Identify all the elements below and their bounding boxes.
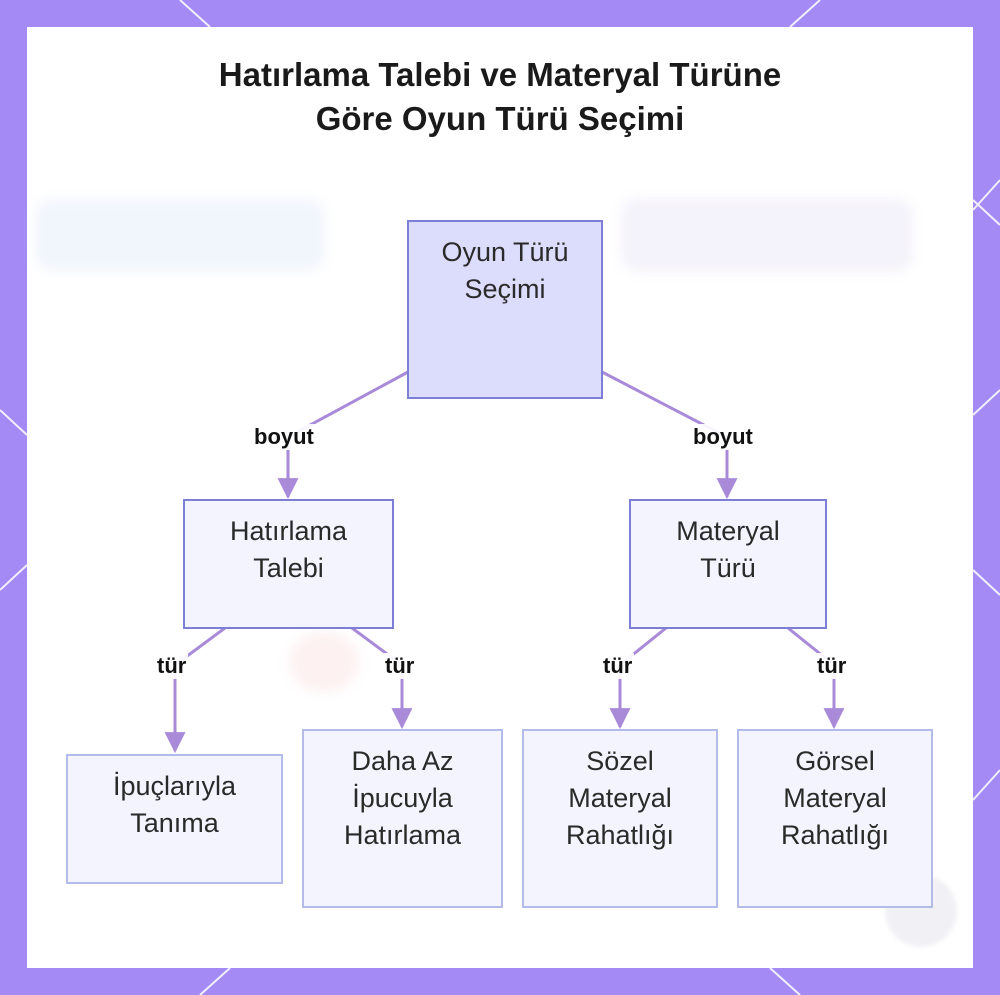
node-root-line-2: Seçimi <box>464 274 546 304</box>
node-verbal-comfort-line-1: Sözel <box>586 746 654 776</box>
node-verbal-comfort-line-2: Materyal <box>568 783 672 813</box>
edge-label-recall-to-less: tür <box>383 653 417 679</box>
node-material-type-line-1: Materyal <box>676 516 780 546</box>
node-recall-demand: Hatırlama Talebi <box>183 499 394 629</box>
node-less-cued-recall-line-2: İpucuyla <box>352 783 453 813</box>
background-blur-left <box>35 199 325 271</box>
node-root: Oyun Türü Seçimi <box>407 220 603 399</box>
title-line-1: Hatırlama Talebi ve Materyal Türüne <box>218 56 782 93</box>
edge-recall-to-cued <box>164 626 226 754</box>
node-cued-recognition-line-2: Tanıma <box>130 808 219 838</box>
edge-label-root-to-recall: boyut <box>252 424 316 450</box>
node-cued-recognition-line-1: İpuçlarıyla <box>112 771 237 801</box>
diagram-title: Hatırlama Talebi ve Materyal Türüne Göre… <box>0 53 1000 141</box>
edge-label-material-to-visual: tür <box>815 653 849 679</box>
node-verbal-comfort-line-3: Rahatlığı <box>565 820 675 850</box>
background-blur-dot <box>289 632 359 692</box>
edge-label-recall-to-cued: tür <box>155 653 189 679</box>
node-less-cued-recall-line-3: Hatırlama <box>343 820 462 850</box>
node-root-line-1: Oyun Türü <box>441 237 569 267</box>
node-verbal-comfort: Sözel Materyal Rahatlığı <box>522 729 718 908</box>
node-material-type-line-2: Türü <box>700 553 756 583</box>
background-blur-right <box>621 199 913 271</box>
node-cued-recognition: İpuçlarıyla Tanıma <box>66 754 283 884</box>
node-less-cued-recall-line-1: Daha Az <box>351 746 454 776</box>
edge-label-root-to-material: boyut <box>691 424 755 450</box>
node-visual-comfort-line-3: Rahatlığı <box>780 820 890 850</box>
node-visual-comfort-line-1: Görsel <box>795 746 875 776</box>
node-material-type: Materyal Türü <box>629 499 827 629</box>
title-line-2: Göre Oyun Türü Seçimi <box>315 100 685 137</box>
node-less-cued-recall: Daha Az İpucuyla Hatırlama <box>302 729 503 908</box>
node-visual-comfort: Görsel Materyal Rahatlığı <box>737 729 933 908</box>
node-recall-demand-line-2: Talebi <box>253 553 324 583</box>
node-visual-comfort-line-2: Materyal <box>783 783 887 813</box>
node-recall-demand-line-1: Hatırlama <box>229 516 348 546</box>
edge-label-material-to-verbal: tür <box>601 653 635 679</box>
